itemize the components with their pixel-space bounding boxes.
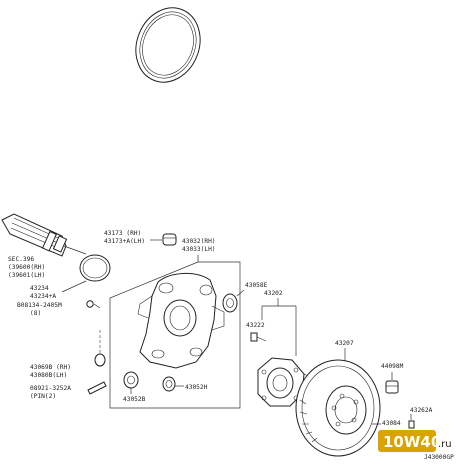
label-43202: 43202 xyxy=(264,290,283,297)
label-43262a: 43262A xyxy=(410,407,433,414)
snap-ring-top xyxy=(135,7,201,83)
label-44098m: 44098M xyxy=(381,363,404,370)
label-43069b-rh: 43069B (RH) xyxy=(30,364,71,371)
bushing-43069b xyxy=(94,330,106,367)
hub-bracket xyxy=(261,298,297,356)
label-sec-396-lh: (39601(LH) xyxy=(8,272,45,279)
label-43032-rh: 43032(RH) xyxy=(182,238,216,245)
brake-disc-rotor xyxy=(295,359,381,457)
watermark-domain: .ru xyxy=(438,439,452,450)
watermark-logo: 10W40 .ru xyxy=(378,430,452,452)
bushing-43052b xyxy=(123,371,139,394)
wheel-hub xyxy=(257,357,313,407)
drive-shaft-end xyxy=(1,213,87,257)
knuckle-bracket xyxy=(109,255,241,409)
label-43222: 43222 xyxy=(246,322,265,329)
bolt-43222 xyxy=(250,332,267,342)
label-43058e: 43058E xyxy=(245,282,268,289)
label-08921-pin: (PIN(2) xyxy=(30,393,56,400)
label-43207: 43207 xyxy=(335,340,354,347)
plug-44098m xyxy=(385,372,399,394)
label-08921: 08921-3252A xyxy=(30,385,71,392)
bushing-43052h xyxy=(162,376,184,392)
label-43084: 43084 xyxy=(382,420,401,427)
label-43173-rh: 43173 (RH) xyxy=(104,230,141,237)
label-sec-396-rh: (39600(RH) xyxy=(8,264,45,271)
screw-43262a xyxy=(408,414,415,429)
label-sec-396: SEC.396 xyxy=(8,256,34,263)
label-43052h: 43052H xyxy=(185,384,208,391)
label-43234a: 43234+A xyxy=(30,293,56,300)
label-08134: B08134-2405M xyxy=(17,302,62,309)
watermark-brand: 10W40 xyxy=(383,433,441,451)
diagram-code: J43000GP xyxy=(424,454,454,461)
bushing-43058e xyxy=(222,289,245,313)
seal-ring-43234 xyxy=(61,254,111,293)
bolt-08134 xyxy=(86,300,101,309)
label-43052b: 43052B xyxy=(123,396,146,403)
cap-43173 xyxy=(150,233,177,246)
label-43033-lh: 43033(LH) xyxy=(182,246,216,253)
label-43234: 43234 xyxy=(30,285,49,292)
label-08134-qty: (8) xyxy=(30,310,41,317)
label-43173-lh: 43173+A(LH) xyxy=(104,238,145,245)
steering-knuckle xyxy=(137,273,225,369)
label-43080b-lh: 43080B(LH) xyxy=(30,372,67,379)
pin-08921 xyxy=(87,381,107,395)
